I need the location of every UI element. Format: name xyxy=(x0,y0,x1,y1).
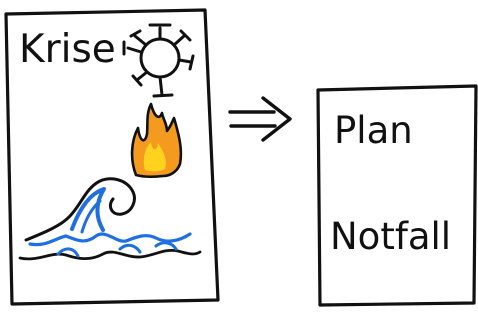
double-arrow-right-icon xyxy=(230,98,290,140)
virus-icon xyxy=(124,25,193,96)
wave-icon xyxy=(20,179,200,259)
right-card: Plan Notfall xyxy=(318,86,476,305)
left-card: Krise xyxy=(6,10,218,304)
fire-icon xyxy=(132,104,181,177)
right-card-line2: Notfall xyxy=(330,215,451,258)
right-card-line1: Plan xyxy=(334,109,413,152)
left-card-title: Krise xyxy=(19,27,116,72)
